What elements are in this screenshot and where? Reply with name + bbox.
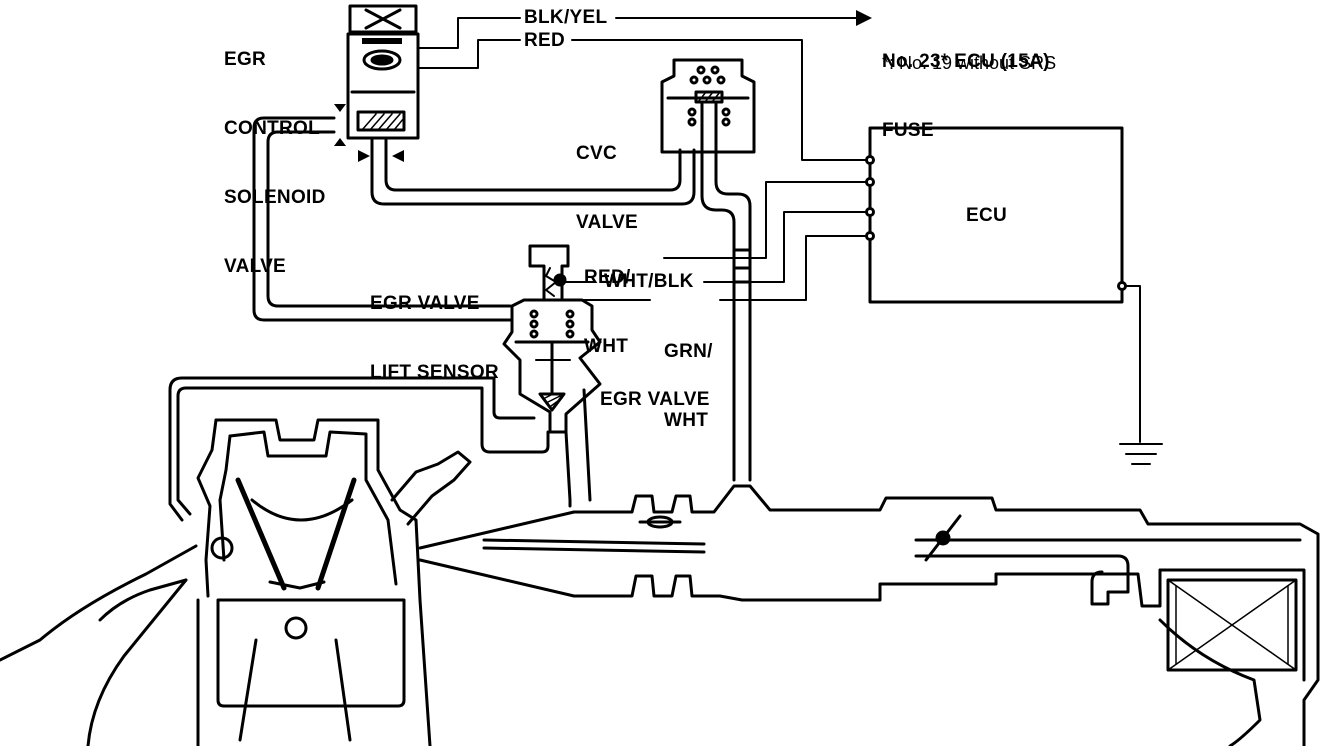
wire-label-red-wht: RED/ WHT bbox=[584, 220, 631, 381]
wires bbox=[417, 17, 1141, 443]
egr-solenoid-label: EGR CONTROL SOLENOID VALVE bbox=[224, 2, 326, 301]
ground-icon bbox=[1119, 443, 1163, 465]
egr-control-solenoid-valve bbox=[334, 4, 420, 162]
egr-valve-assembly bbox=[502, 244, 602, 434]
fuse-note: *: No. 19 without SRS bbox=[882, 53, 1057, 73]
egr-lift-sensor-label-line: LIFT SENSOR bbox=[370, 362, 499, 383]
fuse-label-line: FUSE bbox=[882, 120, 934, 141]
cvc-valve-label-line: CVC bbox=[576, 143, 618, 164]
wire-label-blk-yel: BLK/YEL bbox=[524, 7, 608, 28]
engine-cylinder-head bbox=[0, 418, 472, 746]
ecu-label: ECU bbox=[966, 205, 1008, 226]
cvc-valve-label-line: VALVE bbox=[576, 212, 639, 233]
vacuum-hose-manifold bbox=[700, 150, 736, 482]
fuse-label: No. 23* ECU (15A) FUSE bbox=[882, 4, 1050, 165]
intake-manifold bbox=[418, 484, 1320, 746]
vacuum-hose-left bbox=[252, 116, 512, 322]
egr-solenoid-label-line: EGR bbox=[224, 49, 267, 70]
vacuum-hose-cvc bbox=[370, 138, 696, 206]
wire-label-grn-wht: GRN/ WHT bbox=[664, 294, 713, 455]
wire-label-red: RED bbox=[524, 30, 566, 51]
egr-solenoid-label-line: CONTROL bbox=[224, 118, 321, 139]
fuse-label-line: No. 23* ECU (15A) bbox=[882, 51, 1050, 72]
wire-label-red-wht-line: RED/ bbox=[584, 267, 631, 288]
cvc-valve-label: CVC VALVE bbox=[576, 96, 638, 257]
ecu-box bbox=[865, 126, 1127, 304]
wire-label-grn-wht-line: GRN/ bbox=[664, 341, 713, 362]
egr-solenoid-label-line: VALVE bbox=[224, 256, 287, 277]
wire-label-wht-blk: WHT/BLK bbox=[604, 271, 694, 292]
arrow-icon bbox=[856, 10, 872, 26]
egr-lift-sensor-label: EGR VALVE LIFT SENSOR bbox=[370, 246, 499, 407]
egr-valve-label: EGR VALVE bbox=[600, 389, 710, 410]
egr-solenoid-label-line: SOLENOID bbox=[224, 187, 326, 208]
egr-pipe bbox=[176, 386, 550, 516]
wire-label-grn-wht-line: WHT bbox=[664, 410, 709, 431]
cvc-valve bbox=[660, 58, 756, 154]
egr-lift-sensor-label-line: EGR VALVE bbox=[370, 293, 480, 314]
wire-label-red-wht-line: WHT bbox=[584, 336, 629, 357]
